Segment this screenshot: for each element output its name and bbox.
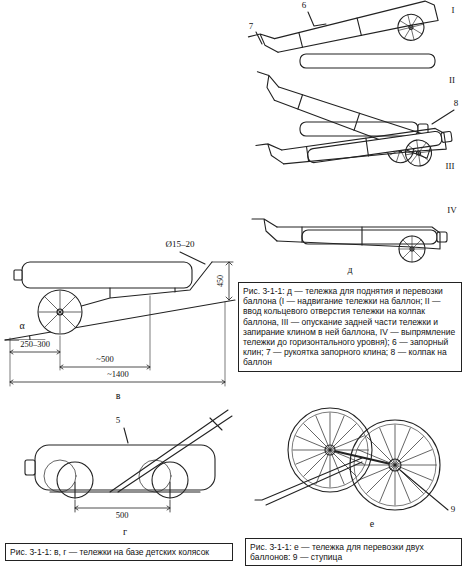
cylinder <box>22 262 192 288</box>
dimension-label: 250–300 <box>19 340 51 349</box>
cart-view-1 <box>248 0 441 79</box>
cart-frame <box>50 482 200 498</box>
cylinder-valve <box>25 460 35 475</box>
wheel <box>139 460 171 492</box>
leader-line <box>180 252 205 264</box>
wheel-spoke <box>293 450 330 451</box>
panel-letter: е <box>369 518 375 529</box>
wheel-spoke <box>355 465 395 466</box>
wheel-spoke <box>60 291 61 312</box>
wheel-rim <box>292 412 368 488</box>
wheel <box>57 462 93 498</box>
wheel-spoke <box>330 436 364 450</box>
wheel-spoke <box>395 450 432 465</box>
wheel-spoke <box>304 450 330 476</box>
wheel-spoke <box>60 312 75 327</box>
wheel <box>38 290 82 334</box>
wheel-spoke <box>45 297 60 312</box>
wheel-spoke <box>39 312 60 313</box>
cart-view-4 <box>252 219 447 262</box>
wheel-spoke <box>316 416 330 450</box>
leader-line <box>432 110 454 124</box>
callout-number: 9 <box>450 505 457 515</box>
wheel-spoke <box>45 312 60 327</box>
dimension-label: ~1400 <box>106 370 130 379</box>
leader-line <box>308 12 326 26</box>
wheel-spoke <box>60 312 81 313</box>
handle <box>110 410 232 492</box>
leader-line <box>400 470 448 510</box>
panel-letter: в <box>115 390 122 401</box>
wheel-spoke <box>395 465 435 466</box>
wheel-spoke <box>358 465 395 480</box>
wheel-spoke <box>296 450 330 464</box>
extension-lines <box>10 296 225 386</box>
callout-number: 8 <box>453 99 460 109</box>
angle-label: α <box>18 320 25 331</box>
wheel <box>152 462 188 498</box>
callout-number: 5 <box>115 416 122 426</box>
wheel-spoke <box>304 424 330 450</box>
cart-view-3 <box>256 118 455 188</box>
wheel-spoke <box>367 465 395 493</box>
cart-frame <box>60 262 212 312</box>
dimension-arrows <box>10 350 225 384</box>
callout-number: 6 <box>301 1 308 11</box>
leader-line <box>256 32 262 44</box>
figure-caption: Рис. 3-1-1: в, г — тележки на базе детск… <box>5 543 233 561</box>
callout-number: 7 <box>248 22 255 32</box>
handle <box>255 458 362 505</box>
panel-letter: г <box>122 526 128 537</box>
panel-letter: д <box>346 264 353 275</box>
wheel-spoke <box>395 437 423 465</box>
wheel-spoke <box>60 297 75 312</box>
dimension-label: 500 <box>115 511 130 520</box>
wheel-spoke <box>330 413 331 450</box>
wheel-spoke <box>330 450 344 484</box>
wheel-spoke <box>330 450 367 451</box>
wheel-spoke <box>395 465 396 505</box>
wheel-rim <box>354 424 436 506</box>
dimension-lines <box>10 352 225 382</box>
view-number: III <box>445 162 456 172</box>
wheel <box>350 420 440 510</box>
wheel-spoke <box>395 465 423 493</box>
cylinder-valve <box>14 270 22 280</box>
figure-caption: Рис. 3-1-1: е — тележка для перевозки дв… <box>245 538 462 566</box>
diameter-dimension: Ø15–20 <box>165 240 196 250</box>
view-number: IV <box>446 206 458 216</box>
cylinder <box>300 54 435 68</box>
dimension-line <box>212 262 233 300</box>
wheel-spoke <box>330 450 356 476</box>
wheel-spoke <box>60 312 61 333</box>
wheel-spoke <box>330 424 356 450</box>
wheel-spoke <box>330 450 331 487</box>
height-dimension: 450 <box>217 274 226 288</box>
wheel-spoke <box>367 437 395 465</box>
axle <box>330 450 395 465</box>
view-number: I <box>451 6 456 16</box>
wheel-spoke <box>380 428 395 465</box>
wheel-spoke <box>395 425 396 465</box>
dimension-label: ~500 <box>95 355 114 364</box>
view-number: II <box>448 76 456 86</box>
wheel-spoke <box>395 465 410 502</box>
figure-caption: Рис. 3-1-1: д — тележка для поднятия и п… <box>238 282 462 372</box>
cylinder <box>300 122 418 136</box>
wheel <box>44 460 76 492</box>
